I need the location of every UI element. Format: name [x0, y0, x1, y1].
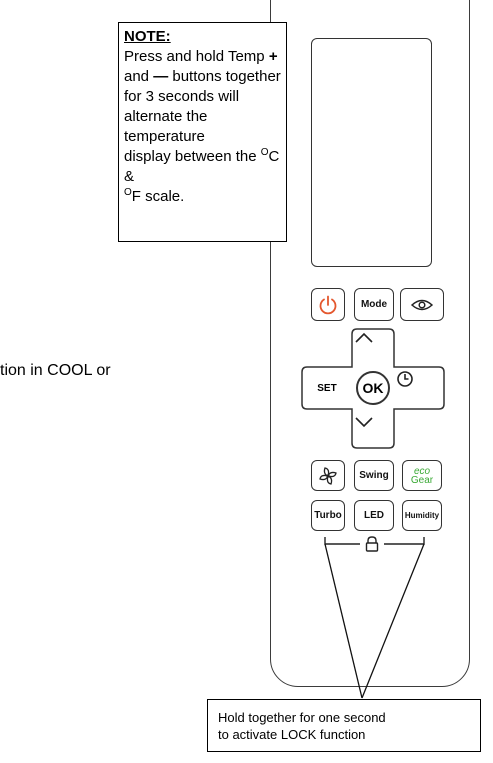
partial-instruction-text: tion in COOL or: [0, 362, 111, 379]
dpad: SET OK: [301, 328, 445, 449]
down-arrow-button[interactable]: [354, 416, 392, 446]
lock-callout-line-1: Hold together for one second: [218, 710, 386, 725]
chevron-up-icon: [355, 332, 373, 343]
lock-callout-line-2: to activate LOCK function: [218, 727, 366, 742]
note-title: NOTE:: [124, 28, 171, 45]
sleep-button[interactable]: [400, 288, 444, 321]
timer-button[interactable]: [396, 370, 442, 407]
chevron-down-icon: [355, 417, 373, 428]
humidity-button[interactable]: Humidity: [402, 500, 442, 531]
gear-label: Gear: [410, 474, 434, 486]
note-line-5: display between the OC &: [124, 147, 280, 186]
power-icon: [319, 295, 337, 314]
note-line-6: OF scale.: [124, 187, 185, 206]
lock-icon: [365, 536, 379, 552]
power-button[interactable]: [311, 288, 345, 321]
lock-callout-box: Hold together for one second to activate…: [207, 699, 481, 752]
led-button[interactable]: LED: [354, 500, 394, 531]
note-box: NOTE: Press and hold Temp + and — button…: [118, 22, 287, 242]
set-button[interactable]: SET: [317, 383, 337, 394]
eco-label: eco: [413, 465, 431, 477]
note-line-3: for 3 seconds will: [124, 88, 240, 105]
remote-display-screen: [311, 38, 432, 267]
note-line-4: alternate the temperature: [124, 108, 208, 145]
up-arrow-button[interactable]: [354, 332, 392, 362]
fan-icon: [319, 466, 337, 485]
note-line-1: Press and hold Temp +: [124, 48, 278, 65]
fan-button[interactable]: [311, 460, 345, 491]
ok-button[interactable]: OK: [362, 380, 384, 396]
mode-button[interactable]: Mode: [354, 288, 394, 321]
eye-icon: [410, 299, 434, 310]
note-line-2: and — buttons together: [124, 68, 281, 85]
eco-gear-button[interactable]: eco Gear: [402, 460, 442, 491]
clock-icon: [397, 371, 413, 387]
turbo-button[interactable]: Turbo: [311, 500, 345, 531]
swing-button[interactable]: Swing: [354, 460, 394, 491]
